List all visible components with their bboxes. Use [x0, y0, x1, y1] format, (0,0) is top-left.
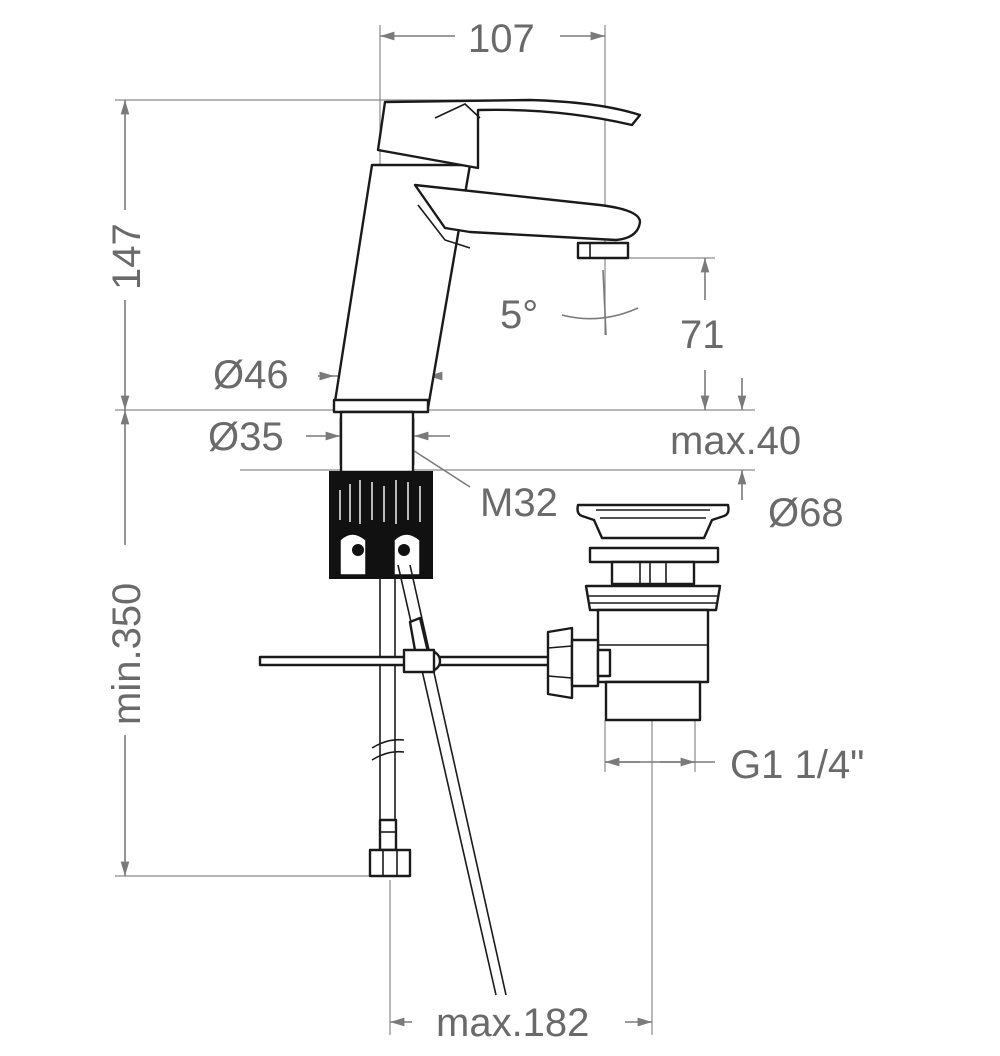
lever-handle [376, 98, 642, 170]
dim-drain-flange-diameter: Ø68 [768, 491, 844, 535]
pop-up-drain [546, 503, 730, 722]
drain-flange [576, 503, 730, 540]
dim-spout-height: 71 [680, 313, 725, 357]
extension-lines [115, 25, 755, 1035]
mounting-nut [329, 471, 433, 579]
dimension-labels: 107 147 5° 71 Ø46 Ø35 max.40 M32 Ø68 min… [105, 17, 864, 1045]
dim-thread: M32 [480, 481, 558, 525]
dim-overall-width: 107 [468, 17, 535, 61]
dim-spout-angle: 5° [500, 293, 538, 337]
aerator [576, 241, 630, 260]
faucet-spout [413, 183, 642, 242]
dim-body-diameter: Ø46 [213, 353, 289, 397]
dim-overall-height: 147 [105, 223, 149, 290]
popup-rod [397, 564, 507, 996]
dim-shank-diameter: Ø35 [208, 415, 284, 459]
linkage-rod [258, 648, 552, 674]
dim-min-supply-length: min.350 [105, 583, 149, 725]
base-ring [332, 398, 430, 414]
shank [339, 410, 415, 474]
dimension-lines [120, 31, 747, 1027]
supply-hose [368, 578, 412, 878]
dim-deck-thickness: max.40 [670, 419, 801, 463]
faucet [332, 98, 642, 474]
dim-drain-thread: G1 1/4" [730, 743, 864, 787]
dim-max-rod-reach: max.182 [436, 1001, 589, 1045]
